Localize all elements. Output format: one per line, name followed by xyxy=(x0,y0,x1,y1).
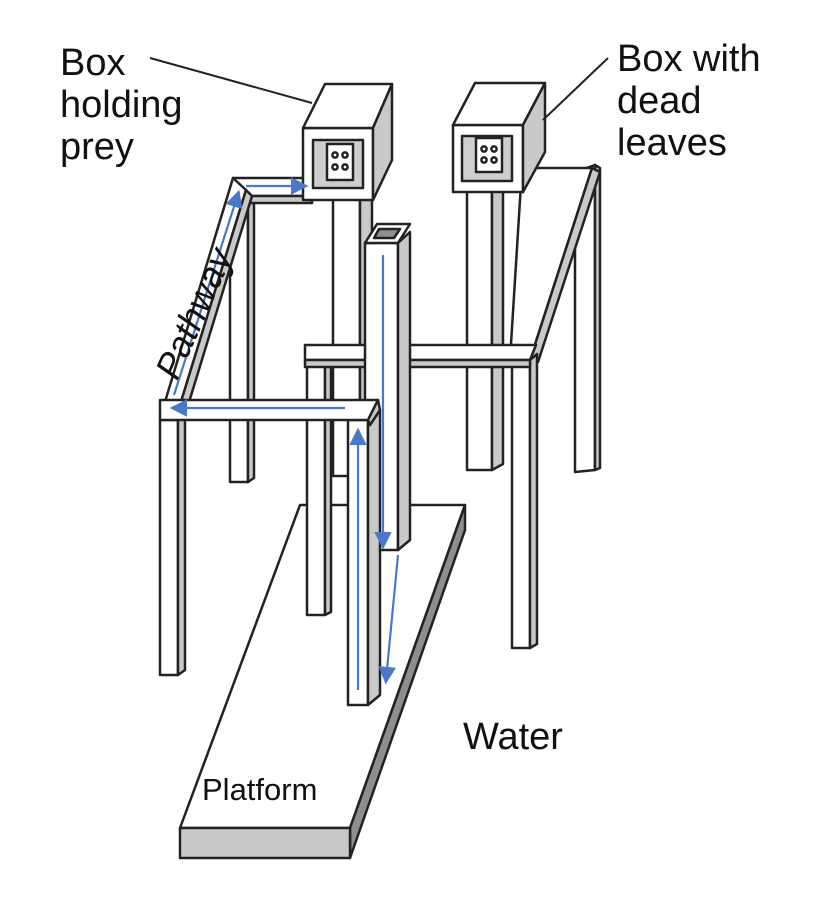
platform xyxy=(178,503,467,860)
leader-lines xyxy=(149,57,609,121)
label-box-with-dead-leaves-line-3: leaves xyxy=(617,122,727,164)
middle-crossbar xyxy=(303,343,539,650)
label-box-holding-prey-line-1: Box xyxy=(60,42,126,84)
leader-line-prey xyxy=(149,57,313,104)
label-water: Water xyxy=(463,716,563,758)
label-box-holding-prey: Box holding prey xyxy=(60,42,183,168)
label-box-with-dead-leaves-line-2: dead xyxy=(617,80,702,122)
path-arrow-platform xyxy=(378,554,400,685)
box-holding-prey xyxy=(301,82,394,202)
label-box-with-dead-leaves: Box with dead leaves xyxy=(617,38,761,164)
pathway-arrows xyxy=(169,177,400,690)
label-box-holding-prey-line-2: holding xyxy=(60,84,183,126)
label-platform: Platform xyxy=(202,772,318,807)
leader-line-leaves xyxy=(542,57,609,121)
path-arrow-left-rail xyxy=(172,189,243,396)
label-box-with-dead-leaves-line-1: Box with xyxy=(617,38,761,80)
label-box-holding-prey-line-3: prey xyxy=(60,126,134,168)
box-with-dead-leaves xyxy=(451,81,547,194)
